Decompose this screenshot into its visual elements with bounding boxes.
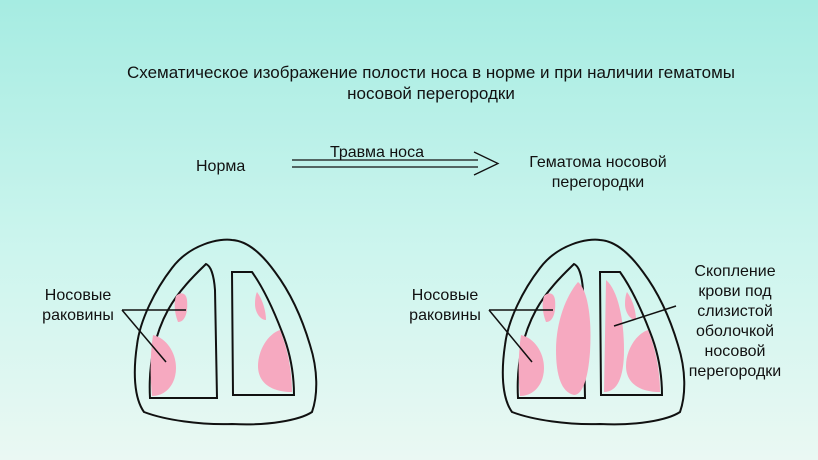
normal-concha-lower-right (258, 330, 292, 392)
label-conchae-left: Носовые раковины (42, 287, 114, 324)
normal-nose-outer-outline (133, 238, 318, 426)
label-blood-accumulation: Скопление крови под слизистой оболочкой … (688, 263, 782, 380)
normal-nose-diagram (133, 238, 318, 426)
normal-concha-upper-left (174, 293, 188, 322)
label-trauma: Травма носа (330, 144, 424, 161)
hematoma-nose-right-chamber (598, 271, 664, 396)
diagram-title-line2: носовой перегородки (347, 84, 515, 103)
trauma-arrow (292, 151, 500, 176)
hematoma-nose-outer-outline (501, 238, 686, 426)
hematoma-blood-right (604, 280, 624, 392)
hematoma-concha-lower-left (518, 335, 544, 396)
hematoma-nose-fills (518, 280, 660, 396)
hematoma-nose-diagram (501, 238, 686, 426)
normal-nose-right-chamber (230, 271, 296, 396)
label-conchae-right: Носовые раковины (409, 287, 481, 324)
normal-concha-upper-right (255, 292, 266, 320)
normal-nose-conchae (150, 292, 292, 396)
hematoma-concha-upper-right (625, 292, 636, 320)
label-hematoma: Гематома носовой перегородки (529, 154, 667, 191)
label-norm: Норма (196, 158, 246, 175)
normal-nose-leader-lines (121, 309, 186, 363)
diagram-title-line1: Схематическое изображение полости носа в… (127, 63, 735, 82)
hematoma-concha-upper-left (542, 293, 556, 322)
normal-concha-lower-left (150, 335, 176, 396)
hematoma-nose-leader-lines (488, 305, 677, 363)
hematoma-blood-left (556, 282, 591, 395)
hematoma-concha-lower-right (626, 330, 660, 392)
